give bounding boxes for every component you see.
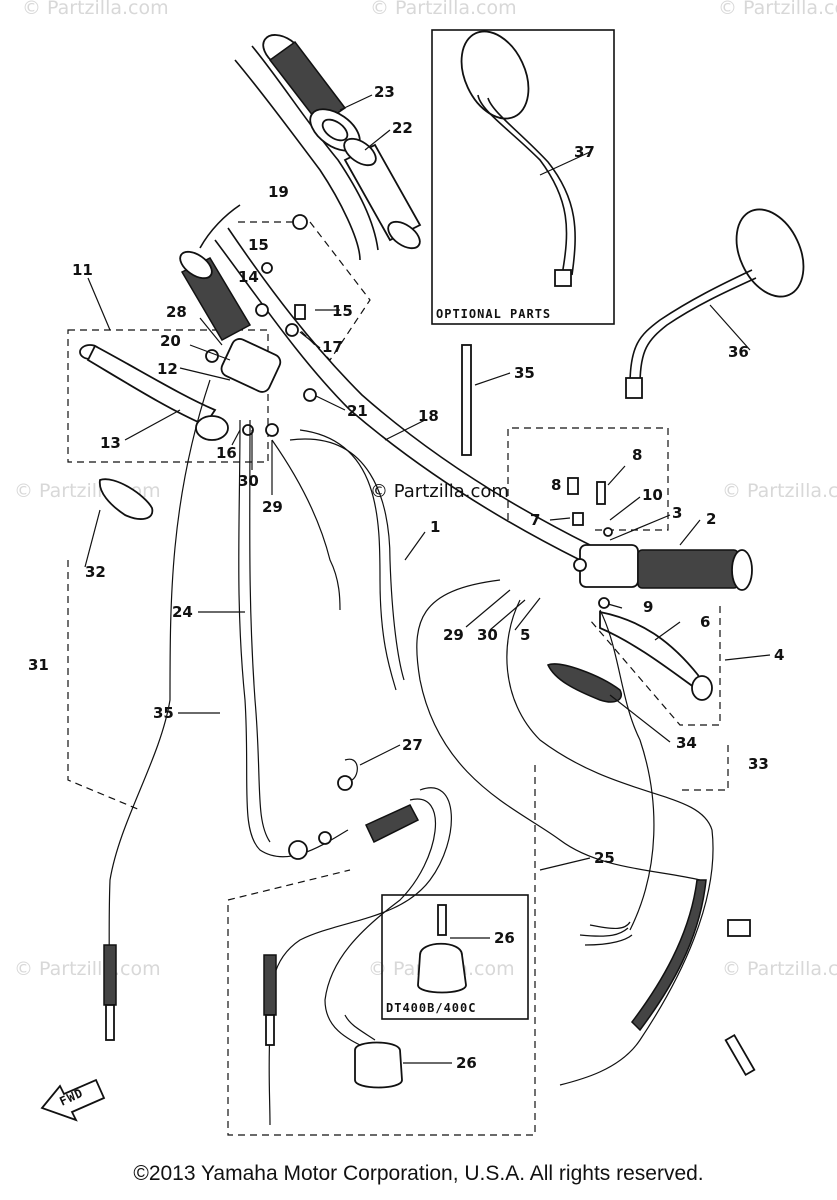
label-25: 25	[594, 849, 615, 867]
carb-cap-part	[344, 1014, 403, 1089]
label-16: 16	[216, 444, 237, 462]
cable-adjusters	[103, 944, 277, 1046]
label-18: 18	[418, 407, 439, 425]
optional-parts-box	[431, 29, 615, 325]
label-30a: 30	[238, 472, 259, 490]
part-labels: 1 2 3 4 5 6 7 8 8 9 10 11 12 13 14 15 15…	[28, 83, 784, 1072]
label-1: 1	[430, 518, 440, 536]
label-19: 19	[268, 183, 289, 201]
label-30b: 30	[477, 626, 498, 644]
label-28: 28	[166, 303, 187, 321]
small-fasteners-left	[255, 214, 317, 402]
label-9: 9	[643, 598, 653, 616]
watermark-top-left: © Partzilla.com	[22, 0, 169, 19]
label-13: 13	[100, 434, 121, 452]
label-11: 11	[72, 261, 93, 279]
label-33: 33	[748, 755, 769, 773]
label-31: 31	[28, 656, 49, 674]
watermark-mid-right: © Partzilla.com	[722, 480, 837, 502]
label-3: 3	[672, 504, 682, 522]
label-37: 37	[574, 143, 595, 161]
label-8b: 8	[632, 446, 642, 464]
cable-group-box-left	[67, 560, 141, 811]
label-24: 24	[172, 603, 193, 621]
label-21: 21	[347, 402, 368, 420]
label-4: 4	[774, 646, 784, 664]
forward-arrow: FWD	[40, 1078, 106, 1122]
clutch-lever-part	[79, 344, 229, 441]
right-grip-part	[573, 544, 753, 591]
label-12: 12	[157, 360, 178, 378]
label-35b: 35	[153, 704, 174, 722]
right-mirror-part	[625, 208, 805, 399]
watermark-center: © Partzilla.com	[370, 481, 509, 502]
label-10: 10	[642, 486, 663, 504]
label-34: 34	[676, 734, 697, 752]
leader-lines	[84, 94, 771, 1064]
watermark-low-left: © Partzilla.com	[14, 958, 161, 980]
label-14: 14	[238, 268, 259, 286]
label-29a: 29	[262, 498, 283, 516]
label-27: 27	[402, 736, 423, 754]
copyright-footer: ©2013 Yamaha Motor Corporation, U.S.A. A…	[133, 1162, 704, 1185]
variant-label: DT400B/400C	[386, 1001, 476, 1015]
label-15b: 15	[332, 302, 353, 320]
label-2: 2	[706, 510, 716, 528]
label-26b: 26	[456, 1054, 477, 1072]
label-26a: 26	[494, 929, 515, 947]
right-lever-cover-part	[546, 663, 622, 703]
label-36: 36	[728, 343, 749, 361]
label-20: 20	[160, 332, 181, 350]
lever-group-box-left	[67, 329, 269, 463]
watermark-low-right: © Partzilla.com	[722, 958, 837, 980]
label-22: 22	[392, 119, 413, 137]
label-23: 23	[374, 83, 395, 101]
label-15a: 15	[248, 236, 269, 254]
watermark-top-right: © Partzilla.com	[718, 0, 837, 19]
label-17: 17	[322, 338, 343, 356]
throttle-cable-part	[461, 344, 472, 456]
optional-mirror-part	[460, 30, 576, 287]
throttle-sleeve-part	[343, 137, 422, 250]
left-switch-housing	[205, 338, 282, 437]
carb-cap-part-variant	[417, 904, 467, 994]
lever-group-box-right	[589, 606, 721, 726]
lever-cover-part	[98, 478, 154, 520]
cable-group-box-clutch	[680, 745, 729, 791]
brake-lever-part	[599, 610, 713, 701]
optional-parts-label: OPTIONAL PARTS	[436, 307, 551, 321]
handlebar	[214, 45, 591, 561]
label-35a: 35	[514, 364, 535, 382]
variant-box	[381, 894, 529, 1020]
label-29b: 29	[443, 626, 464, 644]
label-6: 6	[700, 613, 710, 631]
bolt-group-box-right	[507, 427, 669, 531]
clutch-cable-thick	[631, 879, 756, 1077]
throttle-housing-part	[288, 758, 420, 860]
label-32: 32	[85, 563, 106, 581]
label-8a: 8	[551, 476, 561, 494]
small-fasteners-right	[567, 477, 613, 609]
watermark-top-center: © Partzilla.com	[370, 0, 517, 19]
cable-group-box-throttle	[227, 765, 536, 1136]
watermarks: © Partzilla.com © Partzilla.com © Partzi…	[14, 0, 837, 980]
left-grip-part	[179, 204, 252, 342]
label-5: 5	[520, 626, 530, 644]
label-7: 7	[530, 511, 540, 529]
wire-bundles	[579, 921, 633, 946]
cables	[108, 379, 714, 1126]
